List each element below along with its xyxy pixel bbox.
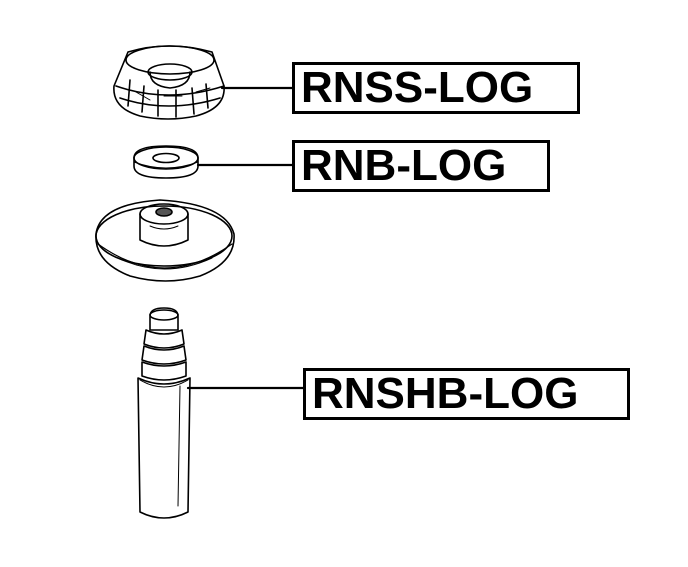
spring-seat-part <box>95 199 235 282</box>
strut-mount-part <box>113 45 225 120</box>
part-label-rnb-log: RNB-LOG <box>292 140 550 192</box>
bump-stop-part <box>137 307 191 519</box>
leader-lines <box>186 86 305 390</box>
part-label-rnss-log: RNSS-LOG <box>292 62 580 114</box>
bearing-ring-part <box>133 145 199 179</box>
part-label-rnshb-log: RNSHB-LOG <box>303 368 630 420</box>
